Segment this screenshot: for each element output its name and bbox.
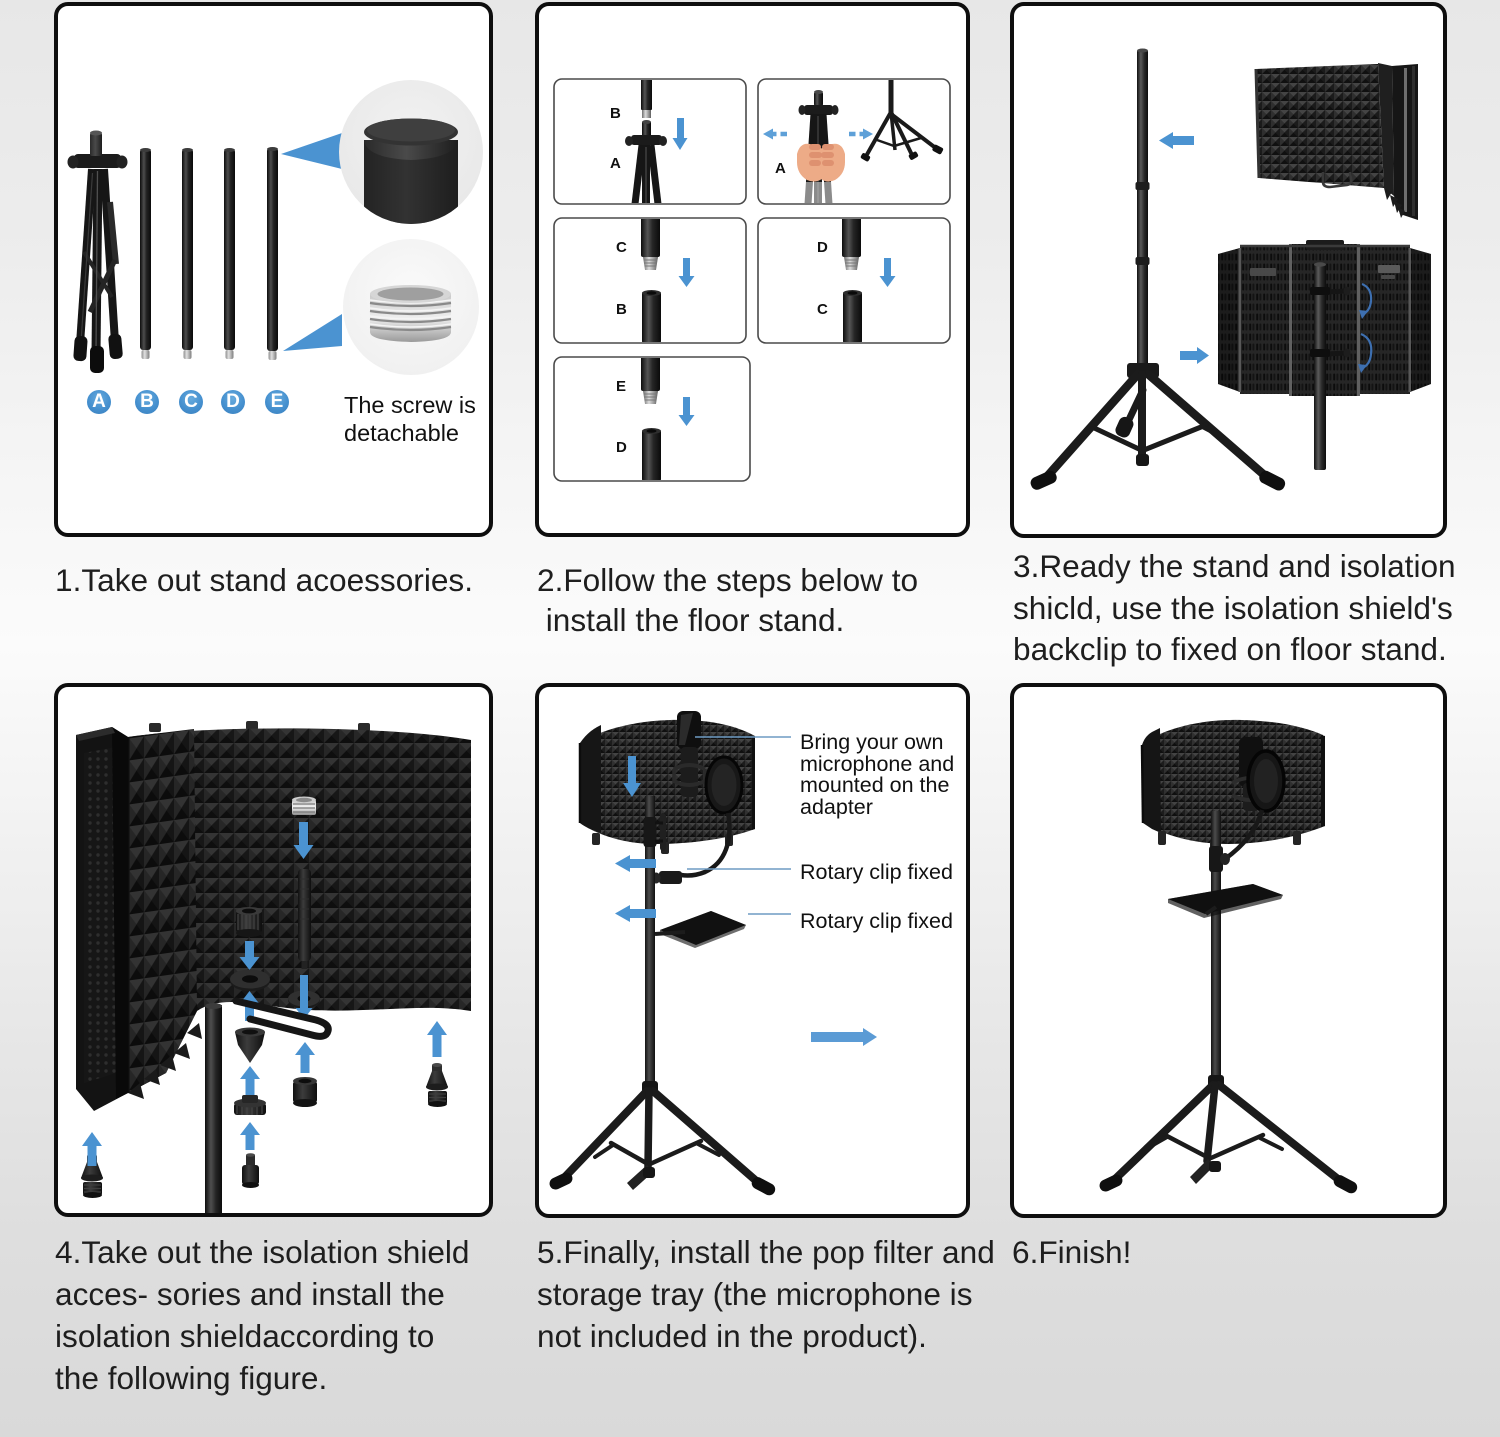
svg-text:C: C xyxy=(616,239,627,256)
svg-text:D: D xyxy=(817,239,828,256)
svg-text:A: A xyxy=(775,160,786,177)
svg-text:B: B xyxy=(616,301,627,318)
svg-text:C: C xyxy=(817,301,828,318)
svg-text:B: B xyxy=(610,105,621,122)
svg-text:D: D xyxy=(616,439,627,456)
svg-text:E: E xyxy=(616,378,626,395)
svg-text:A: A xyxy=(610,155,621,172)
